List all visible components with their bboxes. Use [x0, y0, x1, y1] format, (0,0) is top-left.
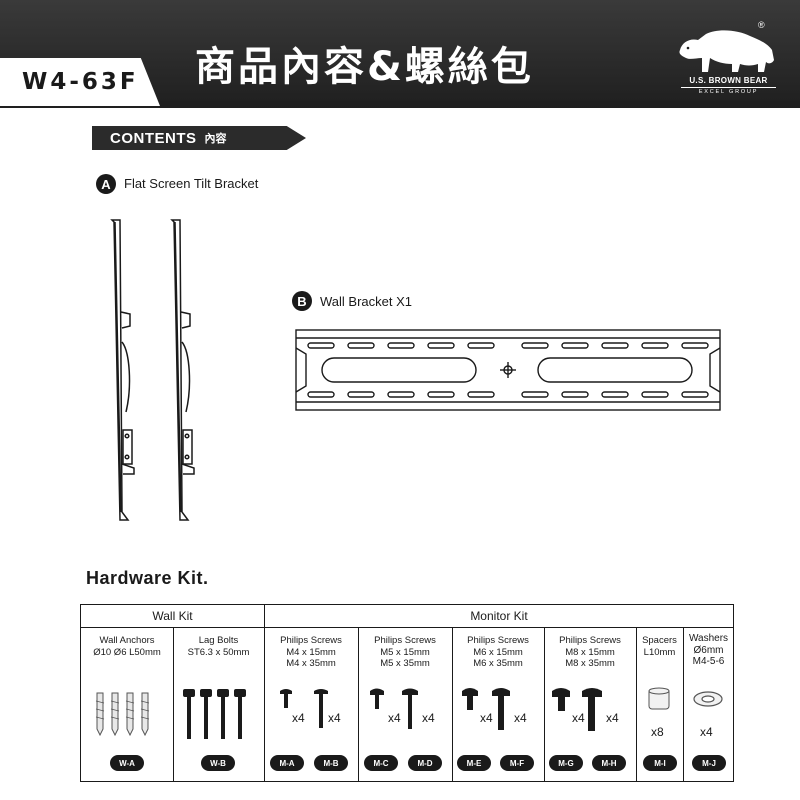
wall-anchors-cell: Wall Anchors Ø10 Ø6 L50mm W-A — [81, 629, 173, 783]
cell-label: Ø6mm — [693, 644, 724, 656]
screw-icon — [280, 689, 328, 728]
badge-m-i: M-I — [643, 755, 677, 771]
wall-kit-heading: Wall Kit — [152, 609, 193, 623]
quantity-label: x4 — [606, 711, 619, 725]
cell-label: Ø10 Ø6 L50mm — [93, 646, 161, 658]
quantity-label: x4 — [422, 711, 435, 725]
hardware-kit-title: Hardware Kit. — [86, 568, 209, 588]
badge-m-b: M-B — [314, 755, 348, 771]
quantity-label: x4 — [388, 711, 401, 725]
badge-m-a: M-A — [270, 755, 304, 771]
item-a-marker: A — [96, 174, 116, 194]
cell-label: M8 x 15mm — [565, 646, 615, 658]
item-b-marker: B — [292, 291, 312, 311]
screw-icon — [462, 688, 510, 730]
tilt-bracket-drawing — [110, 219, 195, 521]
cell-label: L10mm — [643, 646, 676, 658]
cell-label: M6 x 35mm — [473, 658, 523, 669]
monitor-kit-heading: Monitor Kit — [470, 609, 528, 623]
spacer-icon — [648, 687, 670, 710]
cell-label: Wall Anchors — [99, 635, 155, 646]
m5-screws-cell: Philips Screws M5 x 15mm M5 x 35mm x4 x4… — [358, 629, 452, 783]
wall-bracket-drawing — [295, 329, 721, 411]
lag-bolt-icon — [183, 689, 246, 739]
item-a-label: Flat Screen Tilt Bracket — [124, 176, 259, 191]
cell-label: Spacers — [642, 635, 677, 646]
badge-m-c: M-C — [364, 755, 398, 771]
quantity-label: x4 — [572, 711, 585, 725]
lag-bolts-cell: Lag Bolts ST6.3 x 50mm W-B — [173, 629, 264, 783]
cell-label: Philips Screws — [559, 635, 621, 646]
quantity-label: x4 — [292, 711, 305, 725]
registered-mark: ® — [758, 20, 765, 30]
model-tag: W4-63F — [0, 58, 160, 106]
bear-logo-icon — [679, 30, 774, 72]
wall-anchor-icon — [95, 692, 150, 737]
hardware-kit-table: Wall Kit Monitor Kit Wall Anchors Ø10 Ø6… — [80, 604, 734, 782]
cell-label: M5 x 15mm — [380, 646, 430, 658]
header-banner: W4-63F 商品內容&螺絲包 ® U.S. BROWN BEAR EXCEL … — [0, 0, 800, 108]
cell-label: M4 x 15mm — [286, 646, 336, 658]
m8-screws-cell: Philips Screws M8 x 15mm M8 x 35mm x4 x4… — [544, 629, 636, 783]
cell-label: M6 x 15mm — [473, 646, 523, 658]
cell-label: Philips Screws — [374, 635, 436, 646]
page-title: 商品內容&螺絲包 — [195, 44, 534, 90]
quantity-label: x4 — [328, 711, 341, 725]
screw-icon — [370, 688, 418, 729]
badge-w-a: W-A — [110, 755, 144, 771]
badge-m-e: M-E — [457, 755, 491, 771]
badge-m-g: M-G — [549, 755, 583, 771]
quantity-label: x4 — [480, 711, 493, 725]
cell-label: Washers — [688, 633, 729, 644]
cell-label: Lag Bolts — [198, 635, 239, 646]
badge-m-j: M-J — [692, 755, 726, 771]
spacers-cell: Spacers L10mm x8 M-I — [636, 629, 683, 783]
badge-m-h: M-H — [592, 755, 626, 771]
cell-label: M5 x 35mm — [380, 658, 430, 669]
cell-label: M4 x 35mm — [286, 658, 336, 669]
contents-label-zh: 內容 — [204, 132, 227, 145]
badge-w-b: W-B — [201, 755, 235, 771]
cell-label: M8 x 35mm — [565, 658, 615, 669]
badge-m-f: M-F — [500, 755, 534, 771]
quantity-label: x4 — [700, 725, 713, 739]
badge-m-d: M-D — [408, 755, 442, 771]
screw-icon — [552, 688, 602, 731]
contents-label: CONTENTS — [110, 129, 197, 147]
quantity-label: x8 — [651, 725, 664, 739]
cell-label: Philips Screws — [467, 635, 529, 646]
cell-label: M4-5-6 — [692, 656, 725, 667]
contents-banner: CONTENTS 內容 — [92, 126, 306, 150]
model-number: W4-63F — [22, 69, 139, 95]
cell-label: Philips Screws — [280, 635, 342, 646]
brand-name: U.S. BROWN BEAR — [689, 76, 768, 85]
quantity-label: x4 — [514, 711, 527, 725]
brand-group: EXCEL GROUP — [681, 87, 776, 95]
m4-screws-cell: Philips Screws M4 x 15mm M4 x 35mm x4 x4… — [264, 629, 358, 783]
washer-icon — [693, 691, 723, 707]
washers-cell: Washers Ø6mm M4-5-6 x4 M-J — [683, 629, 734, 783]
cell-label: ST6.3 x 50mm — [187, 646, 250, 658]
m6-screws-cell: Philips Screws M6 x 15mm M6 x 35mm x4 x4… — [452, 629, 544, 783]
item-b-label: Wall Bracket X1 — [320, 294, 412, 309]
